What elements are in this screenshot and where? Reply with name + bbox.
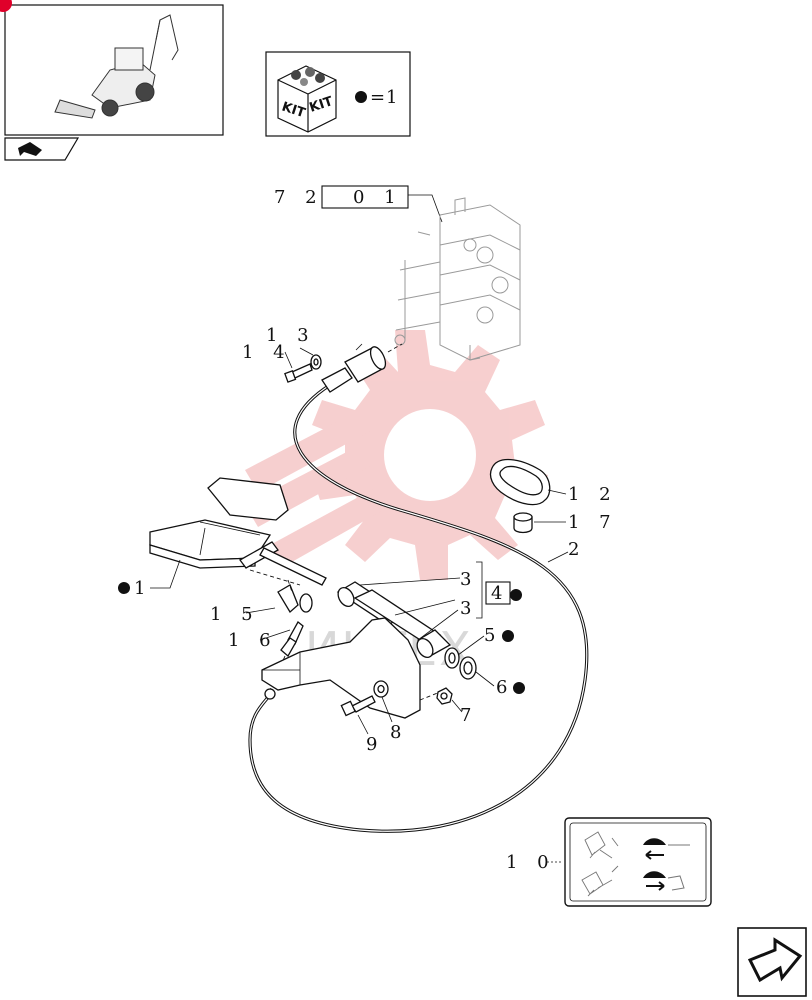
bolt-14[interactable]: [284, 363, 313, 383]
next-page-icon: [747, 937, 803, 983]
callout-14[interactable]: 1 4: [242, 342, 292, 363]
callout-6[interactable]: 6: [496, 677, 514, 698]
callout-12[interactable]: 1 2: [568, 484, 618, 505]
reference-label[interactable]: 7 2 1 0 1: [274, 185, 443, 223]
badge-dot: [0, 0, 12, 12]
kit-value: 1: [386, 87, 404, 108]
kit-dot-icon: [355, 91, 367, 103]
callout-4[interactable]: 4: [491, 583, 509, 604]
reference-code: 0 1: [353, 187, 403, 208]
callout-17[interactable]: 1 7: [568, 512, 618, 533]
kit-dot-1: [118, 582, 130, 594]
kit-label-left: KIT: [280, 100, 307, 122]
callout-10[interactable]: 1 0: [506, 852, 556, 873]
prev-page-button[interactable]: [4, 137, 80, 161]
callout-5[interactable]: 5: [484, 625, 502, 646]
callout-13[interactable]: 1 3: [266, 325, 316, 346]
callout-15[interactable]: 1 5: [210, 604, 260, 625]
washer-13[interactable]: [310, 354, 322, 370]
callout-2[interactable]: 2: [568, 539, 586, 560]
washer-8[interactable]: [373, 680, 389, 698]
callout-9[interactable]: 9: [366, 734, 384, 755]
bushing-17[interactable]: [513, 512, 533, 534]
callout-8[interactable]: 8: [390, 722, 408, 743]
callout-3-lower[interactable]: 3: [460, 598, 478, 619]
bushing-3-lower[interactable]: [414, 629, 452, 660]
kit-dot-6: [513, 682, 525, 694]
ring-6[interactable]: [459, 656, 477, 680]
callout-16[interactable]: 1 6: [228, 630, 278, 651]
grommet-12[interactable]: [489, 458, 551, 506]
decal-10[interactable]: [564, 817, 712, 907]
machine-thumbnail[interactable]: [0, 0, 224, 136]
next-page-button[interactable]: [737, 927, 807, 997]
kit-label-right: KIT: [308, 94, 335, 116]
control-valve-ghost: [394, 197, 521, 361]
kit-dot-4: [510, 589, 522, 601]
bolt-9[interactable]: [340, 695, 376, 717]
kit-equals: =: [370, 87, 385, 108]
callout-1[interactable]: 1: [134, 578, 152, 599]
decal-pedal-icon: [643, 838, 690, 891]
watermark-gear-icon: [245, 330, 548, 580]
kit-legend: KIT KIT = 1: [265, 51, 411, 137]
decal-machine-icon: [581, 831, 619, 897]
callout-7[interactable]: 7: [460, 705, 478, 726]
prev-page-icon: [18, 142, 42, 156]
pedal-1[interactable]: [149, 477, 327, 586]
kit-box-icon: KIT KIT: [277, 65, 337, 133]
backhoe-loader-icon: [54, 14, 179, 119]
callout-3-upper[interactable]: 3: [460, 569, 478, 590]
nut-7[interactable]: [436, 687, 453, 705]
kit-dot-5: [502, 630, 514, 642]
control-cable[interactable]: [248, 343, 589, 833]
washer-5[interactable]: [444, 647, 460, 669]
clip-15[interactable]: [277, 579, 313, 614]
